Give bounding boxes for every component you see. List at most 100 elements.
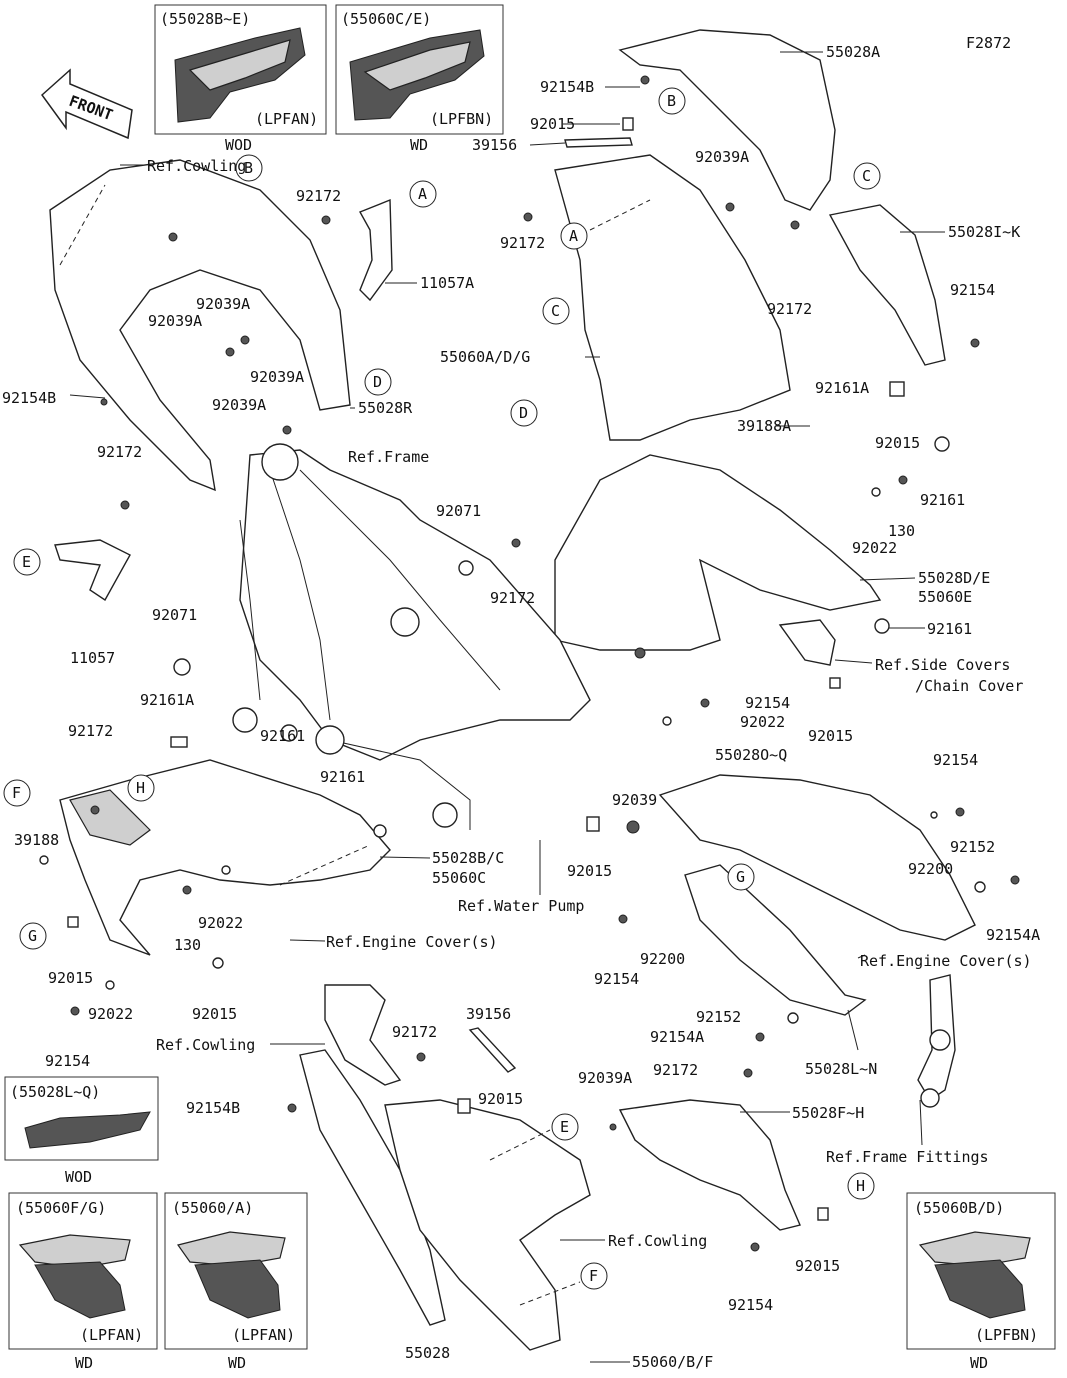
inset-variant: (LPFBN) [430, 110, 493, 128]
inset-code: (55060C/E) [341, 10, 431, 28]
part-label: 92022 [198, 914, 243, 932]
lower-cowl-55028BC [59, 759, 391, 956]
part-label: 39156 [466, 1005, 511, 1023]
part-label: 92039 [612, 791, 657, 809]
part-label: 92161A [140, 691, 194, 709]
lower-cowl-55028OQ [658, 774, 976, 941]
part-label: 92039A [212, 396, 266, 414]
inner-panel-55028R [49, 159, 351, 492]
part-label: 130 [174, 936, 201, 954]
part-label: 92161 [320, 768, 365, 786]
part-label: 92071 [436, 502, 481, 520]
inset-variant: (LPFAN) [80, 1326, 143, 1344]
part-label: 55060E [918, 588, 972, 606]
part-label: 11057A [420, 274, 474, 292]
inset-caption: WD [410, 136, 428, 154]
svg-text:F: F [12, 784, 21, 802]
svg-text:B: B [244, 159, 253, 177]
svg-text:E: E [560, 1118, 569, 1136]
inset-55028L-Q: (55028L~Q) WOD [4, 1076, 159, 1186]
part-label: 92039A [250, 368, 304, 386]
part-label: 55028A [826, 43, 880, 61]
callout-B-2: B [658, 87, 686, 115]
part-label: 92039A [148, 312, 202, 330]
part-label: 92154A [986, 926, 1040, 944]
part-label: 11057 [70, 649, 115, 667]
side-cowl-55028 [299, 1049, 446, 1326]
part-label: 55060/B/F [632, 1353, 713, 1371]
svg-text:G: G [736, 868, 745, 886]
part-label: 92154 [728, 1296, 773, 1314]
part-label: 92015 [478, 1090, 523, 1108]
part-label: 92154 [933, 751, 978, 769]
inset-caption: WOD [65, 1168, 92, 1186]
callout-H-2: H [847, 1172, 875, 1200]
part-label: 92161 [260, 727, 305, 745]
part-label: 92039A [578, 1069, 632, 1087]
inset-variant: (LPFAN) [232, 1326, 295, 1344]
part-label: 92039A [196, 295, 250, 313]
svg-text:A: A [569, 227, 578, 245]
panel-55028IK [828, 204, 946, 366]
part-label: 92015 [808, 727, 853, 745]
inset-55060B-D: (55060B/D) (LPFBN) WD [906, 1192, 1056, 1372]
svg-text:A: A [418, 185, 427, 203]
callout-G-2: G [727, 863, 755, 891]
part-label: 92152 [950, 838, 995, 856]
front-arrow-icon: FRONT [40, 68, 133, 140]
ref-label: Ref.Cowling [608, 1232, 707, 1250]
callout-E-1: E [13, 548, 41, 576]
part-label: 92172 [767, 300, 812, 318]
inset-55060C-E: (55060C/E) (LPFBN) WD [335, 4, 504, 154]
part-label: 92154 [745, 694, 790, 712]
ref-label: /Chain Cover [915, 677, 1023, 695]
part-label: 92071 [152, 606, 197, 624]
part-label: 55028 [405, 1344, 450, 1362]
inset-variant: (LPFBN) [975, 1326, 1038, 1344]
svg-text:D: D [519, 404, 528, 422]
side-cowl-55060BF [384, 1099, 591, 1351]
ref-label: Ref.Cowling [156, 1036, 255, 1054]
inset-caption: WOD [225, 136, 252, 154]
part-label: 92015 [530, 115, 575, 133]
part-label: 92172 [68, 722, 113, 740]
inset-55060-A: (55060/A) (LPFAN) WD [164, 1192, 308, 1372]
lower-cowl-55028DE [554, 454, 882, 651]
bracket-11057 [54, 539, 131, 602]
part-label: 55028I~K [948, 223, 1020, 241]
part-label: 92154 [45, 1052, 90, 1070]
inset-caption: WD [970, 1354, 988, 1372]
svg-text:D: D [373, 373, 382, 391]
part-label: 92154B [2, 389, 56, 407]
part-label: 92161 [920, 491, 965, 509]
strip-39156-top [564, 137, 633, 148]
part-label: 55060C [432, 869, 486, 887]
svg-text:E: E [22, 553, 31, 571]
part-label: 55028R [358, 399, 413, 417]
strip-39156 [468, 1027, 517, 1073]
svg-text:G: G [28, 927, 37, 945]
ref-label: Ref.Frame Fittings [826, 1148, 989, 1166]
callout-E-2: E [551, 1113, 579, 1141]
callout-C-2: C [542, 297, 570, 325]
callout-D-2: D [510, 399, 538, 427]
callout-C-1: C [853, 162, 881, 190]
callout-H-1: H [127, 774, 155, 802]
figure-code: F2872 [966, 34, 1011, 52]
hardware-fasteners [39, 75, 1020, 1252]
belly-pan-55028LN [684, 864, 867, 1016]
ref-label: Ref.Engine Cover(s) [326, 933, 498, 951]
inset-code: (55028L~Q) [10, 1083, 100, 1101]
part-label: 55028O~Q [715, 746, 787, 764]
part-label: 92172 [500, 234, 545, 252]
part-labels: 55028A 92154B 92015 39156 92039A 92172 5… [2, 43, 1040, 1371]
part-label: 92152 [696, 1008, 741, 1026]
part-label: 92015 [192, 1005, 237, 1023]
leader-lines [59, 51, 945, 1363]
svg-text:C: C [551, 302, 560, 320]
part-label: 92154 [950, 281, 995, 299]
frame-drawing [232, 443, 591, 830]
part-label: 92022 [852, 539, 897, 557]
part-label: 92154B [540, 78, 594, 96]
